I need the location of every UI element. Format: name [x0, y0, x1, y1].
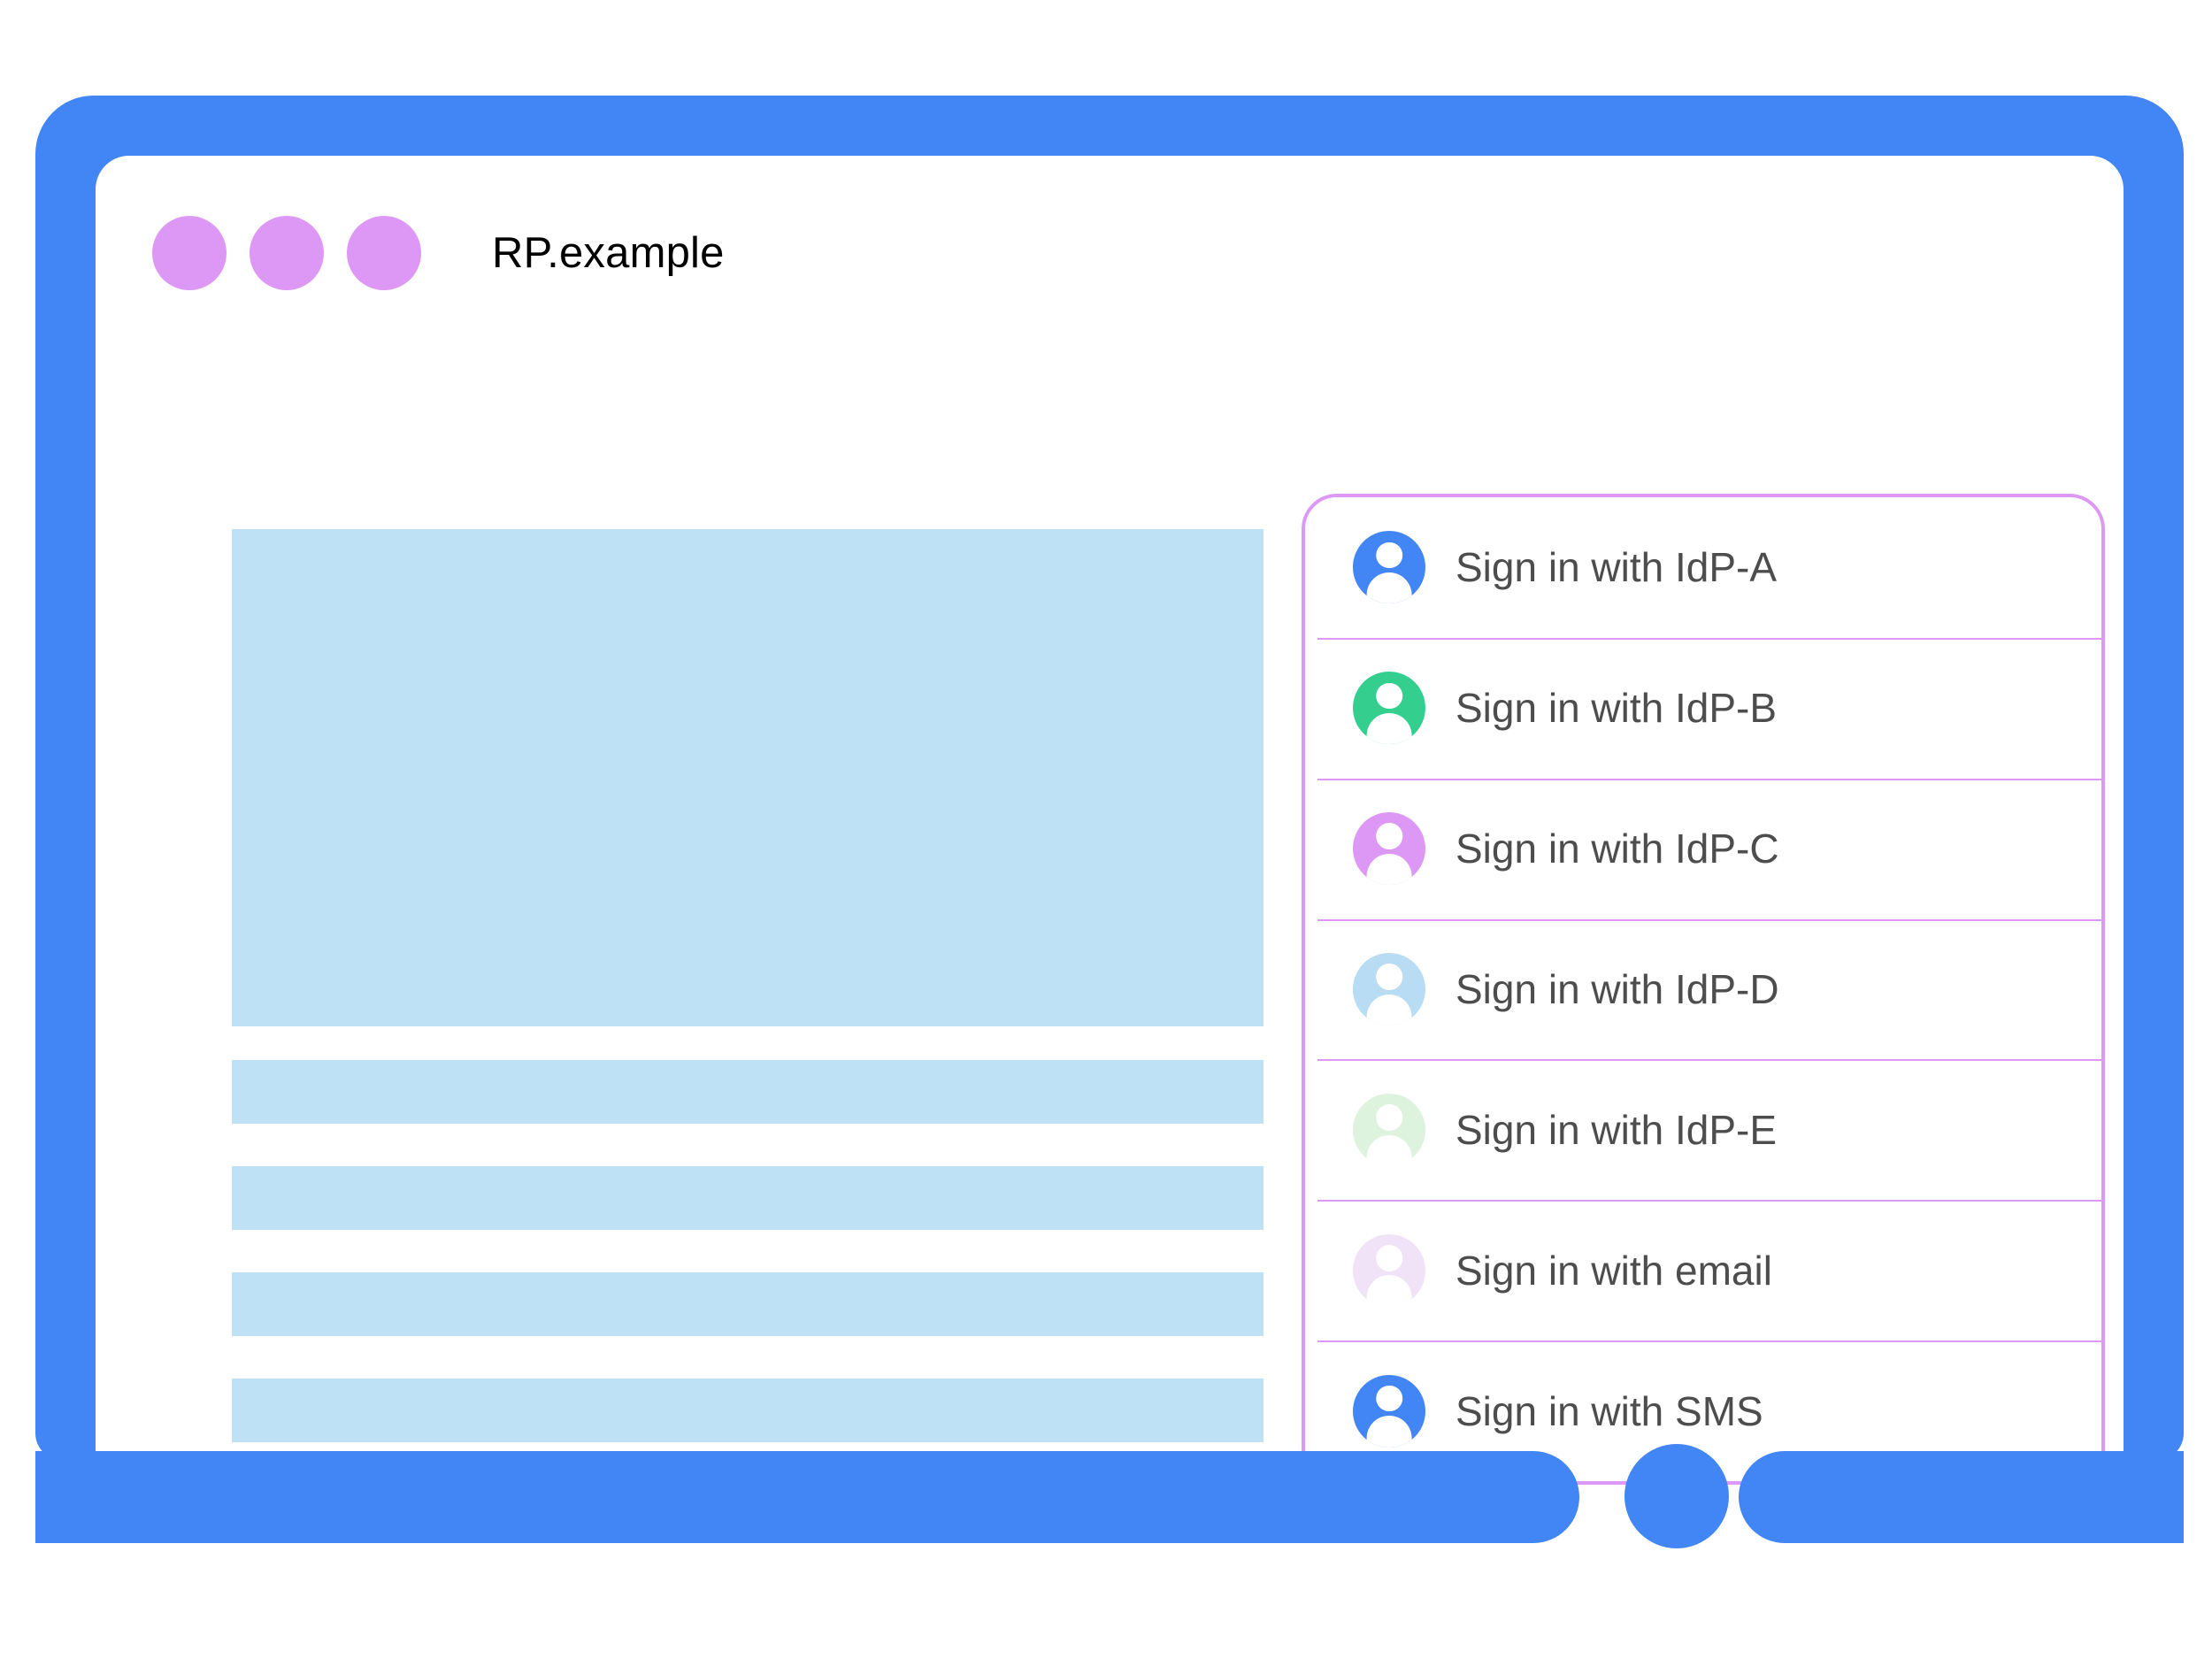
avatar-body [1366, 1134, 1412, 1166]
avatar-body [1366, 1275, 1412, 1307]
device-bezel-bottom-left [35, 1451, 1579, 1543]
avatar-body [1366, 1416, 1412, 1448]
account-avatar-icon [1353, 1374, 1425, 1448]
account-avatar-icon [1353, 1093, 1425, 1166]
account-row-5[interactable]: Sign in with IdP-E [1305, 1059, 2101, 1200]
window-dot-2[interactable] [250, 216, 324, 290]
account-row-3[interactable]: Sign in with IdP-C [1305, 778, 2101, 919]
avatar-body [1366, 713, 1412, 745]
avatar-head [1376, 964, 1402, 990]
account-label: Sign in with email [1455, 1247, 1772, 1294]
window-dot-1[interactable] [152, 216, 227, 290]
account-avatar-icon [1353, 1233, 1425, 1307]
page-title: RP.example [492, 229, 725, 277]
account-row-7[interactable]: Sign in with SMS [1305, 1340, 2101, 1481]
account-avatar-icon [1353, 812, 1425, 886]
avatar-head [1376, 1245, 1402, 1271]
account-avatar-icon [1353, 672, 1425, 745]
avatar-head [1376, 1104, 1402, 1131]
account-row-2[interactable]: Sign in with IdP-B [1305, 637, 2101, 779]
text-placeholder-4 [232, 1379, 1263, 1442]
account-label: Sign in with IdP-C [1455, 826, 1779, 872]
account-label: Sign in with IdP-A [1455, 544, 1778, 591]
text-placeholder-3 [232, 1272, 1263, 1336]
avatar-body [1366, 994, 1412, 1025]
hero-placeholder [232, 529, 1263, 1026]
text-placeholder-1 [232, 1060, 1263, 1124]
account-row-6[interactable]: Sign in with email [1305, 1200, 2101, 1340]
account-label: Sign in with SMS [1455, 1387, 1763, 1434]
text-placeholder-2 [232, 1166, 1263, 1230]
home-button[interactable] [1624, 1444, 1729, 1548]
avatar-head [1376, 541, 1402, 569]
avatar-body [1366, 572, 1412, 604]
window-dot-3[interactable] [347, 216, 421, 290]
avatar-head [1376, 1385, 1402, 1412]
device-bezel-bottom-right [1739, 1451, 2184, 1543]
account-chooser-panel: Sign in with IdP-A Sign in with IdP-B Sign… [1302, 494, 2105, 1485]
page-content-placeholders [232, 529, 1263, 1442]
avatar-body [1366, 853, 1412, 886]
account-label: Sign in with IdP-D [1455, 966, 1779, 1012]
browser-titlebar: RP.example [96, 156, 2124, 350]
avatar-head [1376, 823, 1402, 849]
account-avatar-icon [1353, 531, 1425, 604]
account-label: Sign in with IdP-B [1455, 685, 1778, 732]
account-avatar-icon [1353, 953, 1425, 1025]
account-row-4[interactable]: Sign in with IdP-D [1305, 918, 2101, 1060]
avatar-head [1376, 682, 1402, 710]
account-label: Sign in with IdP-E [1455, 1106, 1778, 1153]
account-row-1[interactable]: Sign in with IdP-A [1305, 497, 2101, 638]
